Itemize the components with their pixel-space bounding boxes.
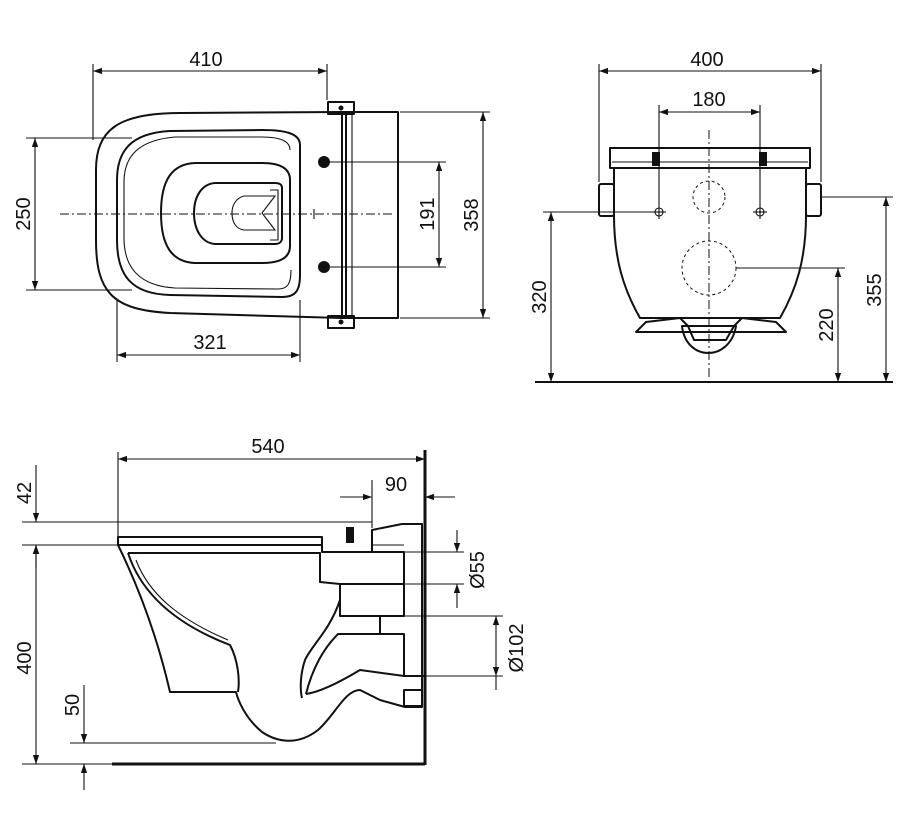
dim-diameter-102: Ø102 xyxy=(506,624,528,673)
side-view: 540 90 42 400 50 Ø55 Ø102 xyxy=(14,436,528,790)
dim-220: 220 xyxy=(816,308,838,341)
front-view: 400 180 320 220 355 xyxy=(529,49,893,383)
dim-540: 540 xyxy=(251,436,284,458)
fixing-stud xyxy=(318,261,330,273)
dim-400-front: 400 xyxy=(690,49,723,71)
fixing-stud xyxy=(318,156,330,168)
dim-42: 42 xyxy=(14,482,36,504)
dim-400-side: 400 xyxy=(14,641,36,674)
dim-250: 250 xyxy=(13,197,35,230)
dim-410: 410 xyxy=(189,49,222,71)
top-view: 410 250 321 191 358 xyxy=(13,49,490,362)
side-profile xyxy=(117,523,423,742)
dim-355: 355 xyxy=(864,273,886,306)
bowl-opening xyxy=(160,162,291,264)
dim-321: 321 xyxy=(193,332,226,354)
dim-191: 191 xyxy=(417,197,439,230)
dim-180: 180 xyxy=(692,89,725,111)
dim-diameter-55: Ø55 xyxy=(467,551,489,589)
bowl-outline xyxy=(95,111,343,319)
rear-body xyxy=(613,167,807,319)
dim-90: 90 xyxy=(385,474,407,496)
dim-320: 320 xyxy=(529,280,551,313)
dim-50: 50 xyxy=(62,694,84,716)
dim-358: 358 xyxy=(461,198,483,231)
seat-outline xyxy=(116,129,301,298)
